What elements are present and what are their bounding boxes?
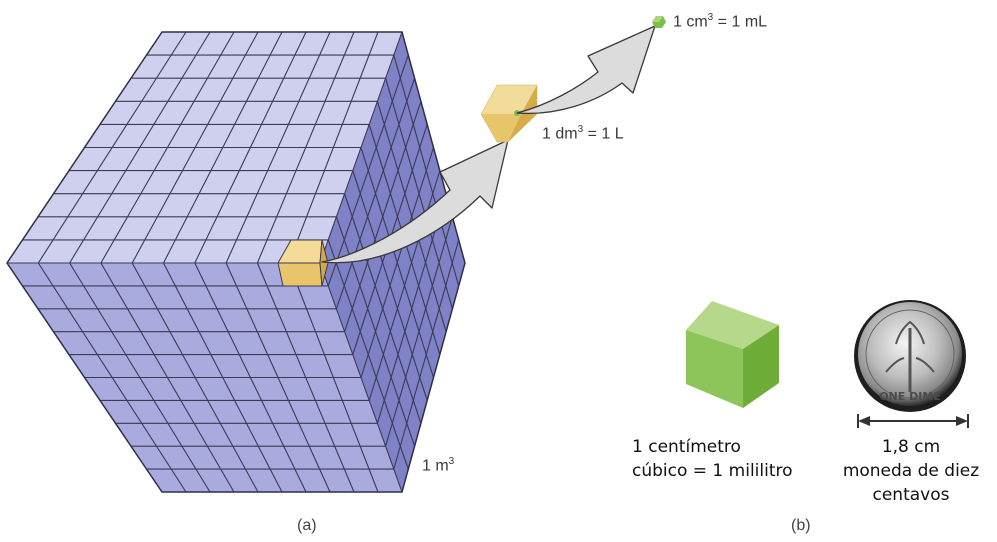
- cubic-meter-cube: [6, 31, 466, 493]
- panel-b-label: (b): [791, 517, 811, 534]
- cubic-centimeter-cube: [686, 301, 779, 408]
- panel-a-label: (a): [297, 517, 317, 534]
- milliliter-label: 1 cm3 = 1 mL: [673, 12, 768, 31]
- liter-cube: [480, 84, 538, 143]
- cube-caption: 1 centímetro cúbico = 1 mililitro: [632, 437, 793, 481]
- dime-coin: ONE DIME: [854, 300, 966, 412]
- dime-caption: 1,8 cm moneda de diez centavos: [842, 437, 980, 505]
- cubic-meter-label: 1 m3: [422, 456, 455, 475]
- dime-diameter-arrow: [857, 414, 969, 428]
- torch-icon: [885, 320, 935, 392]
- milliliter-cube-small: [652, 16, 666, 28]
- svg-text:ONE DIME: ONE DIME: [879, 390, 941, 403]
- big-cube-side-face: [320, 32, 465, 492]
- zoom-arrow-2: [516, 25, 656, 115]
- liter-label: 1 dm3 = 1 L: [542, 124, 624, 143]
- highlighted-liter-cube: [277, 239, 329, 287]
- zoom-arrow-1: [321, 139, 509, 264]
